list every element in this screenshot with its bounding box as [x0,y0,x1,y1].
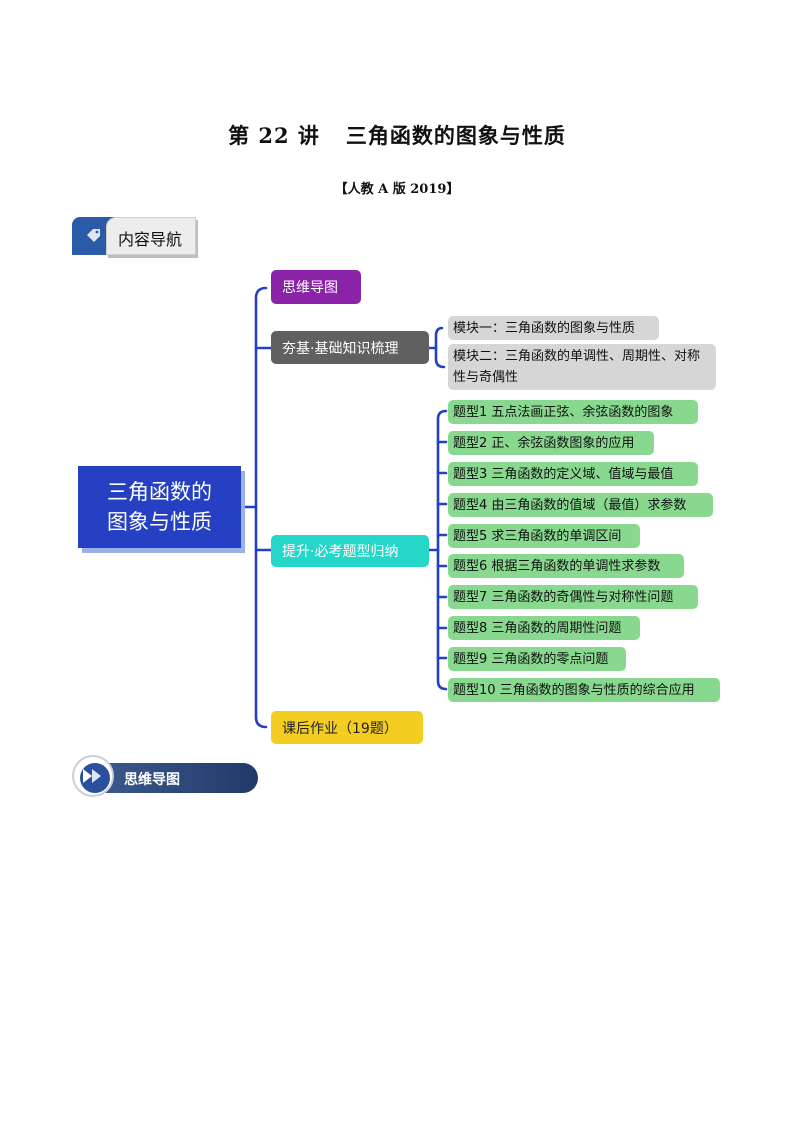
branch-question-types: 提升·必考题型归纳 [271,535,429,567]
badge-body [106,217,196,255]
question-type-leaf: 题型1 五点法画正弦、余弦函数的图象 [448,400,698,424]
branch-basic-knowledge: 夯基·基础知识梳理 [271,331,429,364]
question-type-leaf: 题型8 三角函数的周期性问题 [448,616,640,640]
branch-mind-map: 思维导图 [271,270,361,304]
module-1-leaf: 模块一：三角函数的图象与性质 [448,316,659,340]
double-arrow-icon [83,769,101,783]
module-2-leaf: 模块二：三角函数的单调性、周期性、对称性与奇偶性 [448,344,716,390]
edition-label: 【人教 A 版 2019】 [334,182,460,197]
badge-bar [94,763,258,793]
lecture-topic: 三角函数的图象与性质 [345,123,566,148]
question-type-leaf: 题型7 三角函数的奇偶性与对称性问题 [448,585,698,609]
branch-homework: 课后作业（19题） [271,711,423,744]
mind-map-section-label: 思维导图 [124,772,180,788]
question-type-leaf: 题型5 求三角函数的单调区间 [448,524,640,548]
mindmap-root-node: 三角函数的 图象与性质 [78,466,241,548]
question-type-leaf: 题型6 根据三角函数的单调性求参数 [448,554,684,578]
question-type-leaf: 题型4 由三角函数的值域（最值）求参数 [448,493,713,517]
question-type-leaf: 题型3 三角函数的定义域、值域与最值 [448,462,698,486]
root-line-2: 图象与性质 [107,510,212,534]
mind-map-section-badge: 思维导图 [72,755,260,799]
question-type-leaf: 题型2 正、余弦函数图象的应用 [448,431,654,455]
tag-icon [87,229,100,242]
question-type-leaf: 题型10 三角函数的图象与性质的综合应用 [448,678,720,702]
lecture-number: 第 22 讲 [228,123,320,148]
page-title: 第 22 讲三角函数的图象与性质 [0,120,794,150]
content-nav-badge: 内容导航 [72,217,196,255]
root-line-1: 三角函数的 [107,480,212,504]
content-nav-label: 内容导航 [118,230,183,249]
question-type-leaf: 题型9 三角函数的零点问题 [448,647,626,671]
